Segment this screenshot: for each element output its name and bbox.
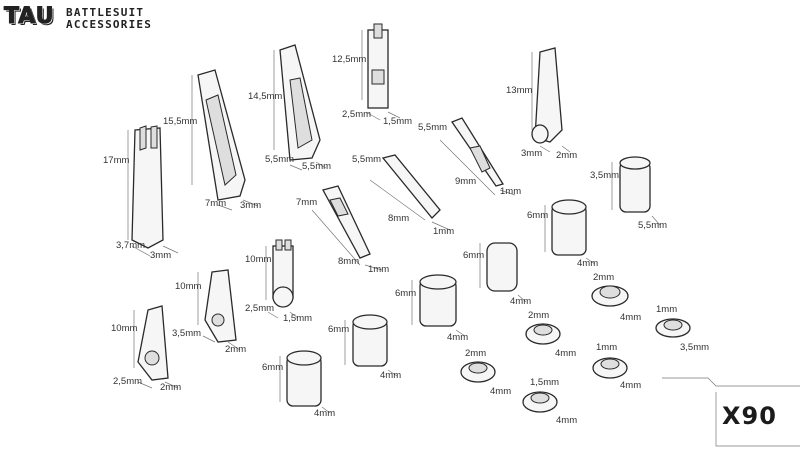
rod-8mm-a bbox=[369, 154, 451, 231]
label-4mm-j: 4mm bbox=[556, 415, 577, 426]
label-1mm-e: 1mm bbox=[596, 342, 617, 353]
disc-1-5mm bbox=[522, 391, 558, 413]
label-10mm-b: 10mm bbox=[175, 281, 201, 292]
label-5-5mm-a: 5,5mm bbox=[265, 154, 294, 165]
label-3-7mm: 3,7mm bbox=[116, 240, 145, 251]
label-2mm-d: 2mm bbox=[160, 382, 181, 393]
label-9mm: 9mm bbox=[455, 176, 476, 187]
label-1-5mm-b: 1,5mm bbox=[283, 313, 312, 324]
label-4mm-d: 4mm bbox=[380, 370, 401, 381]
disc-1mm-a bbox=[655, 318, 691, 338]
label-1-5mm-a: 1,5mm bbox=[383, 116, 412, 127]
label-1mm-d: 1mm bbox=[656, 304, 677, 315]
title-block: TAU BATTLESUIT ACCESSORIES bbox=[4, 4, 204, 34]
cylinder-6mm-a bbox=[544, 199, 596, 265]
label-3-5mm-a: 3,5mm bbox=[590, 170, 619, 181]
cylinder-6mm-b bbox=[479, 242, 527, 303]
disc-2mm-c bbox=[460, 361, 496, 383]
label-4mm-a: 4mm bbox=[577, 258, 598, 269]
disc-2mm-a bbox=[591, 285, 629, 307]
cylinder-6mm-d bbox=[344, 314, 398, 377]
cylinder-3-5mm bbox=[611, 156, 661, 226]
label-15-5mm: 15,5mm bbox=[163, 116, 197, 127]
label-4mm-f: 4mm bbox=[314, 408, 335, 419]
label-2mm-b: 2mm bbox=[225, 344, 246, 355]
label-2mm-c: 2mm bbox=[593, 272, 614, 283]
clip-10mm-a bbox=[265, 239, 299, 319]
clip-10mm-c bbox=[133, 305, 179, 389]
label-4mm-i: 4mm bbox=[620, 380, 641, 391]
label-4mm-b: 4mm bbox=[510, 296, 531, 307]
frame-line-top bbox=[662, 377, 800, 387]
label-10mm-c: 10mm bbox=[111, 323, 137, 334]
label-12-5mm: 12,5mm bbox=[332, 54, 366, 65]
label-3-5mm-c: 3,5mm bbox=[680, 342, 709, 353]
label-8mm-a: 8mm bbox=[388, 213, 409, 224]
label-5-5mm-e: 5,5mm bbox=[638, 220, 667, 231]
label-8mm-b: 8mm bbox=[338, 256, 359, 267]
brand-title: TAU bbox=[4, 4, 55, 30]
label-1mm-a: 1mm bbox=[500, 186, 521, 197]
title-line-1: BATTLESUIT bbox=[66, 6, 145, 19]
label-3mm-c: 3mm bbox=[521, 148, 542, 159]
fin-14-5mm bbox=[273, 44, 327, 171]
label-13mm: 13mm bbox=[506, 85, 532, 96]
label-2mm-a: 2mm bbox=[556, 150, 577, 161]
label-6mm-d: 6mm bbox=[328, 324, 349, 335]
label-6mm-b: 6mm bbox=[463, 250, 484, 261]
cylinder-6mm-e bbox=[279, 350, 331, 414]
label-7mm-a: 7mm bbox=[205, 198, 226, 209]
label-4mm-c: 4mm bbox=[447, 332, 468, 343]
quantity-badge: X90 bbox=[722, 402, 777, 430]
disc-1mm-b bbox=[592, 357, 628, 379]
label-4mm-e: 4mm bbox=[620, 312, 641, 323]
label-2-5mm-a: 2,5mm bbox=[342, 109, 371, 120]
label-2-5mm-c: 2,5mm bbox=[113, 376, 142, 387]
label-17mm: 17mm bbox=[103, 155, 129, 166]
frame-line-box bbox=[715, 392, 800, 447]
rod-8mm-b bbox=[311, 185, 383, 271]
cylinder-6mm-c bbox=[411, 274, 466, 337]
label-6mm-a: 6mm bbox=[527, 210, 548, 221]
label-10mm-a: 10mm bbox=[245, 254, 271, 265]
label-4mm-h: 4mm bbox=[490, 386, 511, 397]
label-2mm-f: 2mm bbox=[465, 348, 486, 359]
part-13mm bbox=[531, 47, 571, 153]
label-3-5mm-b: 3,5mm bbox=[172, 328, 201, 339]
title-line-2: ACCESSORIES bbox=[66, 18, 153, 31]
label-2-5mm-b: 2,5mm bbox=[245, 303, 274, 314]
label-1-5mm-c: 1,5mm bbox=[530, 377, 559, 388]
fin-15-5mm bbox=[191, 69, 259, 211]
label-4mm-g: 4mm bbox=[555, 348, 576, 359]
label-7mm-b: 7mm bbox=[296, 197, 317, 208]
disc-2mm-b bbox=[525, 323, 561, 345]
label-5-5mm-c: 5,5mm bbox=[418, 122, 447, 133]
label-1mm-c: 1mm bbox=[368, 264, 389, 275]
label-1mm-b: 1mm bbox=[433, 226, 454, 237]
label-5-5mm-b: 5,5mm bbox=[302, 161, 331, 172]
label-5-5mm-d: 5,5mm bbox=[352, 154, 381, 165]
fin-17mm bbox=[127, 125, 179, 257]
label-3mm-a: 3mm bbox=[150, 250, 171, 261]
label-2mm-e: 2mm bbox=[528, 310, 549, 321]
label-6mm-c: 6mm bbox=[395, 288, 416, 299]
label-6mm-e: 6mm bbox=[262, 362, 283, 373]
clip-10mm-b bbox=[197, 269, 241, 351]
label-14-5mm: 14,5mm bbox=[248, 91, 282, 102]
part-12-5mm bbox=[361, 23, 401, 121]
rod-9mm bbox=[439, 117, 516, 196]
label-3mm-b: 3mm bbox=[240, 200, 261, 211]
